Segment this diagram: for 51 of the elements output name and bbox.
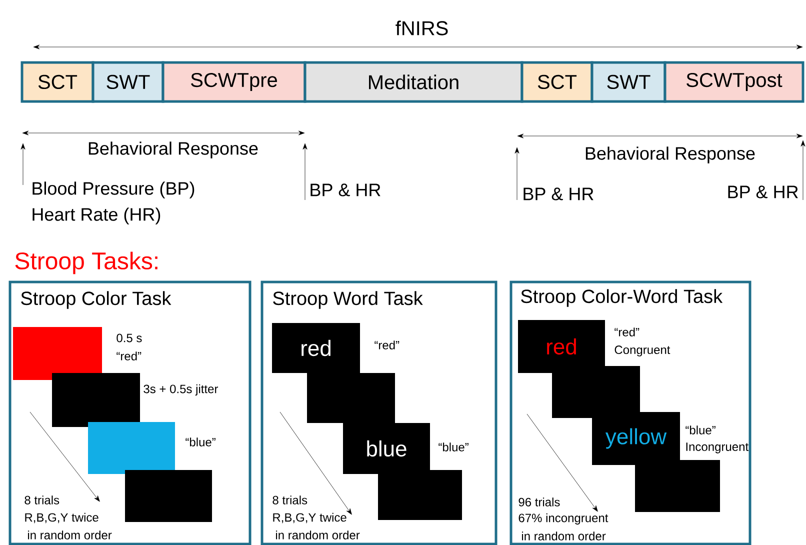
trial-note: R,B,G,Y twice <box>273 512 346 524</box>
stimulus-caption: 3s + 0.5s jitter <box>144 384 218 396</box>
stimulus-caption: “red” <box>116 352 142 360</box>
measure-label: Blood Pressure (BP) <box>32 182 194 198</box>
trial-note: 8 trials <box>24 496 60 504</box>
stimulus-caption: “red” <box>614 328 640 336</box>
stimulus-caption: “blue” <box>186 438 216 446</box>
trial-note: 67% incongruent <box>518 513 608 525</box>
stimulus-screen <box>635 460 720 512</box>
timeline-segment: SCT <box>20 61 94 103</box>
timeline-segment: SCT <box>520 61 594 103</box>
node-label: blue <box>367 440 406 457</box>
stimulus-caption: “red” <box>374 340 400 350</box>
stimulus-screen: red <box>518 320 605 373</box>
stimulus-caption: “blue” <box>686 426 716 434</box>
stimulus-screen <box>307 372 395 423</box>
stimulus-screen <box>125 470 212 522</box>
stimulus-caption: “blue” <box>438 442 468 452</box>
timeline-segment: SWT <box>92 61 164 103</box>
stimulus-screen <box>52 372 140 427</box>
timeline-segment: Meditation <box>304 61 524 103</box>
trial-note: 96 trials <box>518 498 560 506</box>
timeline-segment: SCWTpre <box>162 61 306 103</box>
title-text: fNIRS <box>396 20 448 36</box>
measure-label: Heart Rate (HR) <box>32 208 160 224</box>
stimulus-screen <box>13 327 102 380</box>
trial-note: R,B,G,Y twice <box>25 512 98 524</box>
stimulus-caption: 0.5 s <box>116 334 142 342</box>
measure-label: Behavioral Response <box>586 146 755 164</box>
section-heading: Stroop Tasks: <box>15 252 158 274</box>
node-label: red <box>547 338 576 355</box>
trial-note: in random order <box>522 532 606 540</box>
timeline-segment: SCWTpost <box>664 61 804 103</box>
stimulus-screen: blue <box>343 422 430 474</box>
stimulus-screen <box>552 366 640 418</box>
stimulus-caption: Incongruent <box>686 442 748 454</box>
stimulus-screen: red <box>272 322 360 373</box>
trial-note: 8 trials <box>272 496 308 504</box>
timeline-segment: SWT <box>590 61 666 103</box>
measure-label: Behavioral Response <box>88 142 258 158</box>
trial-note: in random order <box>28 530 112 540</box>
measure-label: BP & HR <box>524 188 594 200</box>
stimulus-screen <box>88 422 175 474</box>
measure-label: BP & HR <box>728 186 798 198</box>
stimulus-screen: yellow <box>592 412 680 465</box>
trial-note: in random order <box>276 530 360 540</box>
stimulus-caption: Congruent <box>614 346 670 356</box>
node-label: red <box>302 340 330 356</box>
stimulus-screen <box>378 470 462 520</box>
measure-label: BP & HR <box>310 184 380 196</box>
node-label: yellow <box>605 428 667 449</box>
